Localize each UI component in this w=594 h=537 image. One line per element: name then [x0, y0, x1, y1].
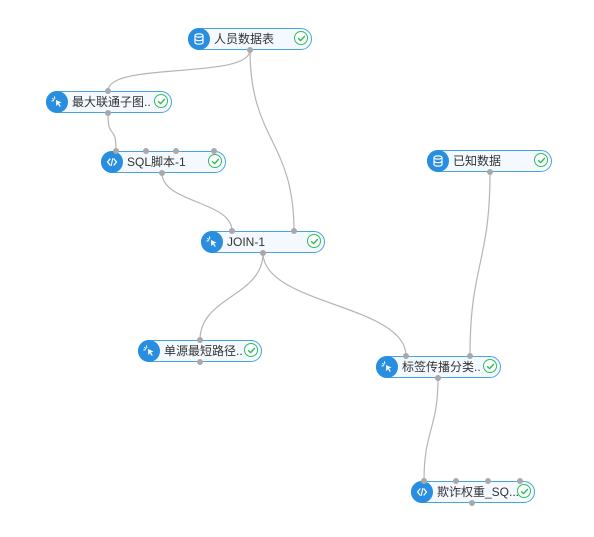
node-n7[interactable]: 标签传播分类.. — [376, 356, 501, 378]
output-port[interactable] — [469, 500, 475, 506]
edge-n3-n5[interactable] — [161, 172, 233, 232]
code-icon — [101, 151, 123, 173]
input-port[interactable] — [173, 148, 179, 154]
input-port[interactable] — [113, 148, 119, 154]
success-check-icon — [483, 359, 497, 373]
output-port[interactable] — [105, 110, 111, 116]
edge-n5-n6[interactable] — [199, 252, 264, 341]
success-check-icon — [307, 234, 321, 248]
node-n2[interactable]: 最大联通子图.. — [46, 91, 172, 113]
edge-n4-n7[interactable] — [469, 171, 491, 357]
success-check-icon — [294, 31, 308, 45]
node-n4[interactable]: 已知数据 — [427, 150, 552, 172]
node-n5[interactable]: JOIN-1 — [201, 231, 325, 253]
edge-n7-n8[interactable] — [423, 377, 439, 482]
input-port[interactable] — [105, 88, 111, 94]
success-check-icon — [208, 154, 222, 168]
algorithm-cursor-icon — [376, 356, 398, 378]
input-port[interactable] — [467, 353, 473, 359]
edge-n1-n2[interactable] — [107, 49, 251, 92]
input-port[interactable] — [403, 353, 409, 359]
node-label: SQL脚本-1 — [127, 155, 186, 169]
input-port[interactable] — [453, 478, 459, 484]
input-port[interactable] — [211, 148, 217, 154]
output-port[interactable] — [487, 169, 493, 175]
node-label: 欺诈权重_SQ... — [437, 485, 520, 499]
input-port[interactable] — [421, 478, 427, 484]
node-label: JOIN-1 — [227, 235, 266, 249]
success-check-icon — [534, 153, 548, 167]
input-port[interactable] — [291, 228, 297, 234]
node-label: 已知数据 — [453, 154, 502, 168]
input-port[interactable] — [485, 478, 491, 484]
algorithm-cursor-icon — [201, 231, 223, 253]
output-port[interactable] — [197, 359, 203, 365]
edge-n5-n7[interactable] — [262, 252, 407, 357]
output-port[interactable] — [260, 250, 266, 256]
database-icon — [188, 28, 210, 50]
input-port[interactable] — [229, 228, 235, 234]
edge-n1-n5[interactable] — [249, 49, 295, 232]
node-label: 单源最短路径.. — [164, 344, 243, 358]
code-icon — [411, 481, 433, 503]
edge-n2-n3[interactable] — [107, 112, 117, 152]
input-port[interactable] — [517, 478, 523, 484]
node-label: 最大联通子图.. — [72, 95, 151, 109]
success-check-icon — [154, 94, 168, 108]
node-n1[interactable]: 人员数据表 — [188, 28, 312, 50]
node-label: 人员数据表 — [214, 32, 275, 46]
success-check-icon — [244, 343, 258, 357]
input-port[interactable] — [197, 337, 203, 343]
output-port[interactable] — [159, 170, 165, 176]
input-port[interactable] — [143, 148, 149, 154]
algorithm-cursor-icon — [46, 91, 68, 113]
output-port[interactable] — [435, 375, 441, 381]
database-icon — [427, 150, 449, 172]
output-port[interactable] — [247, 47, 253, 53]
success-check-icon — [517, 484, 531, 498]
node-label: 标签传播分类.. — [402, 360, 481, 374]
algorithm-cursor-icon — [138, 340, 160, 362]
